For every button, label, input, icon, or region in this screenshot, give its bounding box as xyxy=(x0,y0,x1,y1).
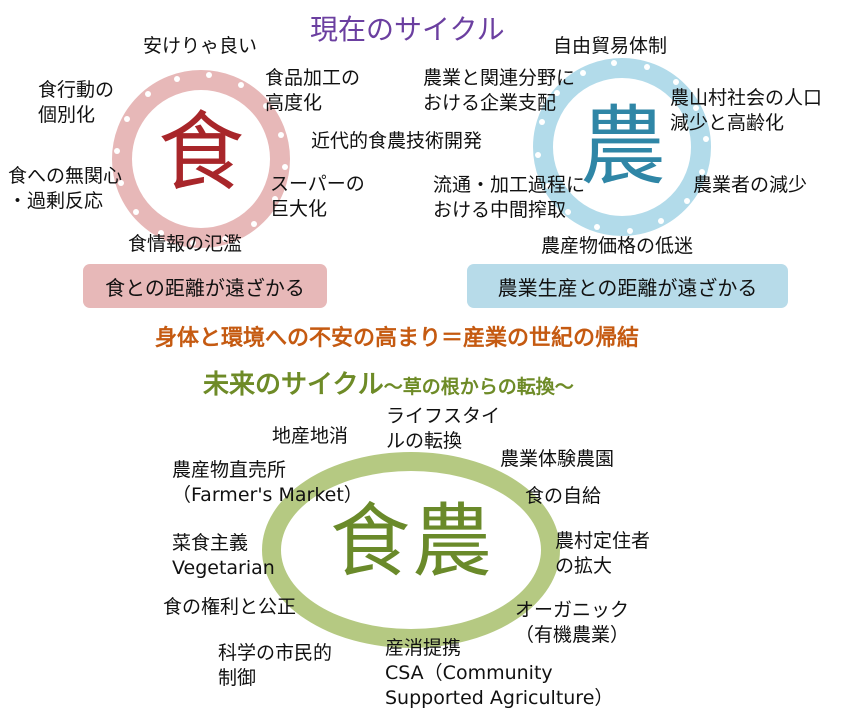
ring-dot xyxy=(643,63,650,70)
label-line: 農山村社会の人口 xyxy=(670,87,823,109)
label-line: の拡大 xyxy=(555,555,613,577)
label-line: スーパーの xyxy=(270,173,365,195)
ring-dot xyxy=(251,221,258,228)
label-free-trade: 自由貿易体制 xyxy=(553,35,668,57)
label-line: 高度化 xyxy=(265,92,323,114)
conclusion-text: 身体と環境への不安の高まり＝産業の世紀の帰結 xyxy=(155,326,640,351)
ring-dot xyxy=(206,72,213,79)
ring-dot xyxy=(683,197,690,204)
label-line: 科学の市民的 xyxy=(218,642,333,664)
future-center-characters: 食農 xyxy=(330,495,494,588)
future-title-sub: ～草の根からの転換～ xyxy=(383,376,574,398)
label-line: 食品加工の xyxy=(265,67,361,89)
ring-dot xyxy=(693,104,700,111)
label-vegetarianism: 菜食主義 Vegetarian xyxy=(172,531,275,581)
label-line: （Farmer's Market） xyxy=(172,484,363,506)
label-line: 巨大化 xyxy=(270,198,328,220)
label-intermediary-exploitation: 流通・加工過程に おける中間搾取 xyxy=(433,173,585,223)
ring-dot xyxy=(538,119,545,126)
ring-dot xyxy=(222,236,229,243)
label-line: 農産物直売所 xyxy=(172,459,287,481)
label-local-production: 地産地消 xyxy=(272,425,349,447)
ring-dot xyxy=(237,81,244,88)
label-line: 制御 xyxy=(218,667,257,689)
label-lifestyle-change: ライフスタイ ルの転換 xyxy=(386,404,500,454)
ring-dot xyxy=(278,131,285,138)
label-line: 減少と高齢化 xyxy=(670,112,785,134)
label-line: 食行動の xyxy=(38,79,115,101)
label-line: 流通・加工過程に xyxy=(433,174,586,196)
ring-dot xyxy=(117,180,124,187)
label-line: CSA（Community xyxy=(385,662,553,684)
food-distance-box: 食との距離が遠ざかる xyxy=(83,264,327,308)
farm-character: 農 xyxy=(580,97,666,197)
label-line: おける中間搾取 xyxy=(433,199,567,221)
ring-dot xyxy=(626,227,633,234)
label-line: ・過剰反応 xyxy=(8,190,104,212)
label-line: 個別化 xyxy=(38,104,96,126)
future-cycle-title: 未来のサイクル～草の根からの転換～ xyxy=(203,364,574,401)
ring-dot xyxy=(173,75,180,82)
label-csa: 産消提携 CSA（Community Supported Agriculture… xyxy=(385,636,613,711)
label-farm-experience: 農業体験農園 xyxy=(500,448,615,470)
ring-dot xyxy=(158,230,165,236)
label-individualized-eating: 食行動の 個別化 xyxy=(38,78,114,128)
label-farmers-market: 農産物直売所 （Farmer's Market） xyxy=(172,458,363,508)
ring-dot xyxy=(594,224,601,231)
label-supermarket-growth: スーパーの 巨大化 xyxy=(270,172,365,222)
current-cycle-title: 現在のサイクル xyxy=(310,13,505,46)
ring-dot xyxy=(554,90,561,97)
label-line: Supported Agriculture） xyxy=(385,687,614,709)
label-line: 菜食主義 xyxy=(172,532,249,554)
ring-dot xyxy=(672,79,679,86)
label-farmer-decline: 農業者の減少 xyxy=(693,174,808,196)
label-line: オーガニック xyxy=(515,599,630,621)
farm-distance-box: 農業生産との距離が遠ざかる xyxy=(467,264,788,308)
label-organic: オーガニック （有機農業） xyxy=(515,598,629,648)
ring-dot xyxy=(123,116,130,123)
ring-dot xyxy=(263,102,270,109)
label-rural-depopulation: 農山村社会の人口 減少と高齢化 xyxy=(670,86,822,136)
label-line: 農業と関連分野に xyxy=(423,67,576,89)
label-line: （有機農業） xyxy=(515,624,630,646)
ring-dot xyxy=(699,168,706,175)
ring-dot xyxy=(535,151,542,158)
future-title-main: 未来のサイクル xyxy=(203,370,384,400)
label-line: おける企業支配 xyxy=(423,92,557,114)
ring-dot xyxy=(565,208,572,215)
label-modern-agrifood-tech: 近代的食農技術開発 xyxy=(311,130,483,152)
ring-dot xyxy=(544,183,551,190)
ring-dot xyxy=(272,195,278,202)
ring-dot xyxy=(132,209,139,216)
ring-dot xyxy=(114,147,121,154)
ring-dot xyxy=(144,90,151,97)
food-character: 食 xyxy=(158,103,244,203)
ring-dot xyxy=(611,60,618,67)
ring-dot xyxy=(281,164,288,171)
ring-dot xyxy=(658,218,665,225)
label-line: ライフスタイ xyxy=(386,405,501,427)
label-civic-science: 科学の市民的 制御 xyxy=(218,641,332,691)
label-corporate-control: 農業と関連分野に おける企業支配 xyxy=(423,66,575,116)
ring-dot xyxy=(702,136,709,143)
label-food-indifference: 食への無関心 ・過剰反応 xyxy=(8,164,122,214)
label-rural-settlers: 農村定住者 の拡大 xyxy=(555,529,650,579)
label-food-info-flood: 食情報の氾濫 xyxy=(128,233,243,255)
label-line: 産消提携 xyxy=(385,637,462,659)
label-line: 食への無関心 xyxy=(8,165,123,187)
label-cheap-is-good: 安けりゃ良い xyxy=(143,35,258,57)
ring-dot xyxy=(579,69,586,76)
label-advanced-food-processing: 食品加工の 高度化 xyxy=(265,66,360,116)
label-line: ルの転換 xyxy=(386,430,463,452)
label-food-rights: 食の権利と公正 xyxy=(163,596,297,618)
label-food-self-sufficiency: 食の自給 xyxy=(525,485,602,507)
label-line: 農村定住者 xyxy=(555,530,651,552)
label-line: Vegetarian xyxy=(172,557,275,579)
label-price-slump: 農産物価格の低迷 xyxy=(541,235,694,257)
ring-dot xyxy=(189,239,196,246)
